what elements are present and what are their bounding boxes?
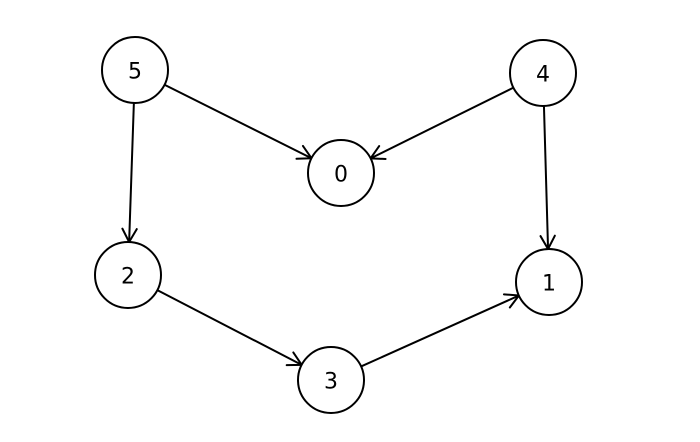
node-0: 0 [307,139,375,207]
edge-3-to-1 [360,293,520,368]
node-3-circle [297,346,365,414]
node-0-label: 0 [334,163,348,188]
edge-line [360,294,520,368]
node-1: 1 [515,248,583,316]
node-4-label: 4 [536,63,550,88]
edge-line [156,289,303,366]
edge-4-to-0 [369,86,515,160]
node-5-circle [101,36,169,104]
edge-5-to-2 [121,101,138,244]
node-5-label: 5 [128,60,142,85]
node-2-label: 2 [121,265,135,290]
node-4-circle [509,39,577,107]
edge-4-to-1 [539,104,556,251]
node-0-circle [307,139,375,207]
edge-2-to-3 [156,289,303,367]
node-5: 5 [101,36,169,104]
edge-line [542,104,550,251]
node-1-label: 1 [542,272,556,297]
node-3-label: 3 [324,370,338,395]
node-2-circle [94,241,162,309]
node-4: 4 [509,39,577,107]
edge-line [369,86,515,160]
nodes-layer: 5 4 0 2 1 3 [94,36,583,414]
edge-5-to-0 [163,83,313,160]
edges-layer [121,83,556,368]
node-3: 3 [297,346,365,414]
node-1-circle [515,248,583,316]
node-2: 2 [94,241,162,309]
edge-line [128,101,135,244]
edge-line [163,83,313,160]
